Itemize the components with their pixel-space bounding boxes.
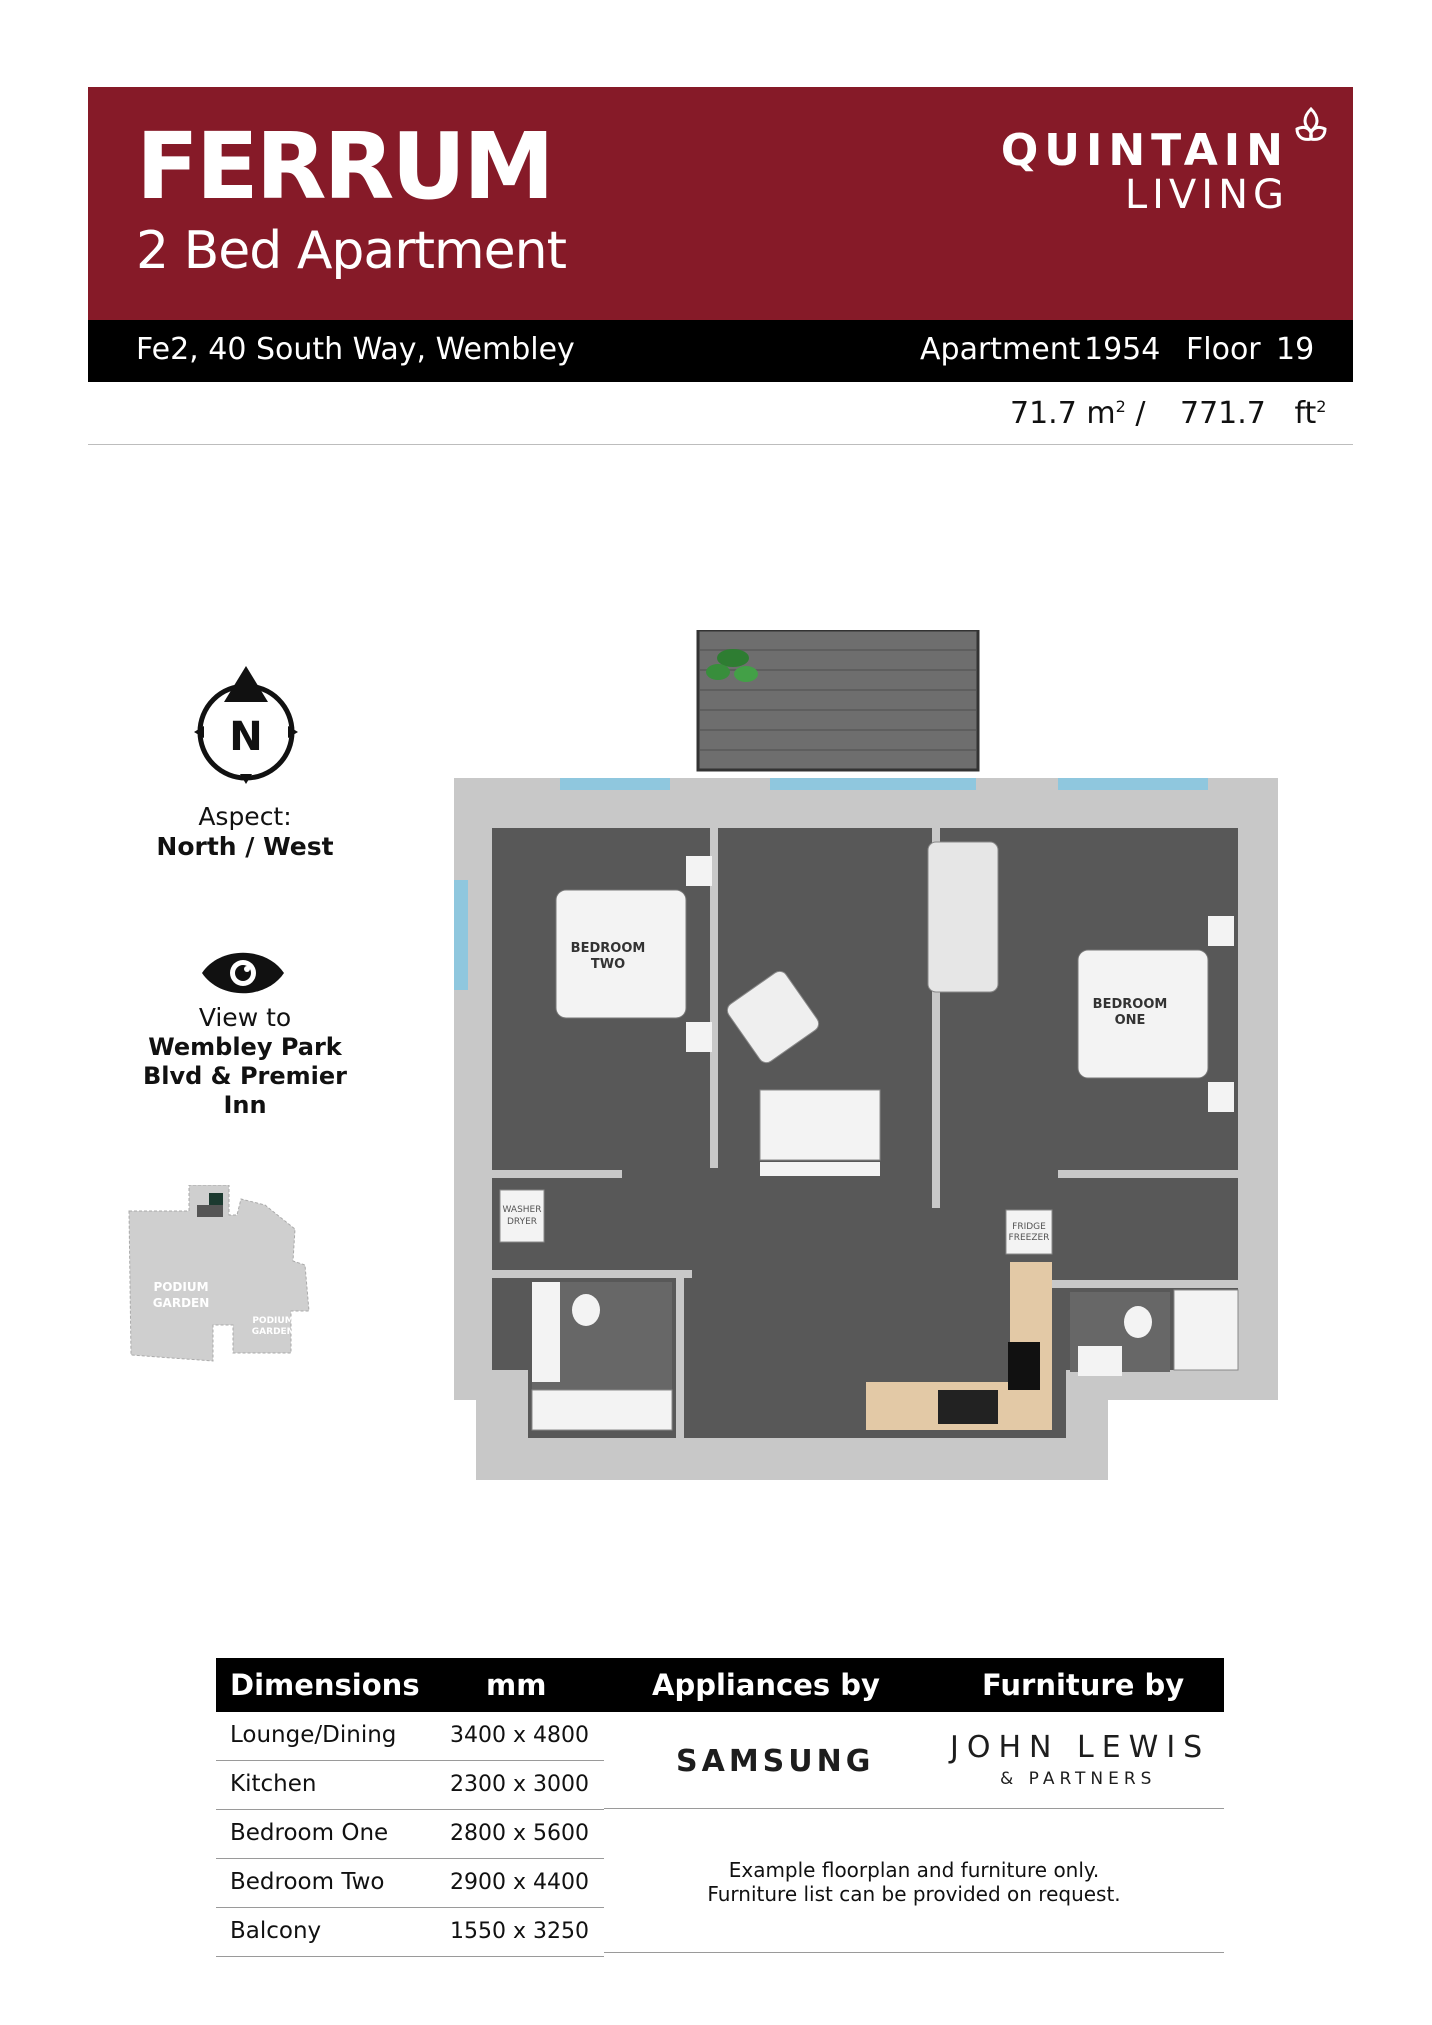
room-name: Lounge/Dining [230,1722,397,1748]
sofa [927,841,999,993]
plant-icon [706,649,758,682]
table-divider [604,1808,1224,1809]
apartment-number: 1954 [1084,332,1161,367]
apartment-label: Apartment [920,332,1081,367]
development-title: FERRUM [136,113,555,220]
floor-plan: BEDROOM TWO BEDROOM ONE FRIDGE FREEZER W… [454,630,1278,1480]
site-plan-diagram: PODIUM GARDEN PODIUM GARDEN [128,1185,310,1362]
address: Fe2, 40 South Way, Wembley [136,332,575,367]
site-label-2: PODIUM [252,1316,293,1326]
compass-letter: N [229,714,262,760]
header-appliances: Appliances by [652,1668,880,1702]
washer-dryer-label: WASHER [503,1205,542,1215]
area-sqft-unit: ft [1294,396,1317,431]
quintain-logo-icon [1295,106,1327,141]
bathtub [531,1389,673,1431]
view-value: Wembley Park Blvd & Premier Inn [142,1033,348,1119]
dining-table [759,1089,881,1161]
room-name: Bedroom One [230,1820,389,1846]
kitchen-counter [866,1262,1052,1430]
john-lewis-logo: JOHN LEWIS [950,1730,1211,1765]
hob-icon [1008,1342,1040,1390]
table-row: Lounge/Dining 3400 x 4800 [216,1712,604,1761]
samsung-logo: SAMSUNG [676,1744,875,1779]
room-dimension: 3400 x 4800 [450,1723,589,1748]
area-sqft-exp: 2 [1316,397,1327,416]
header-furniture: Furniture by [982,1668,1185,1702]
header-banner: FERRUM 2 Bed Apartment QUINTAIN LIVING [88,87,1353,320]
room-name: Balcony [230,1918,322,1944]
area-sqft: 771.7 ft2 [1180,396,1326,431]
area-sqm-unit: m [1086,396,1116,431]
area-sqm: 71.7 m2 / [1010,396,1145,431]
room-name: Kitchen [230,1771,317,1797]
room-dimension: 2900 x 4400 [450,1870,589,1895]
table-row: Kitchen 2300 x 3000 [216,1761,604,1810]
table-row: Balcony 1550 x 3250 [216,1908,604,1957]
fridge-freezer-label: FRIDGE [1012,1222,1046,1232]
note-line-1: Example floorplan and furniture only. [728,1858,1100,1882]
sink-icon [938,1390,998,1424]
room-name: Bedroom Two [230,1869,385,1895]
john-lewis-partners: & PARTNERS [1000,1769,1157,1789]
compass-icon: N [194,666,298,784]
svg-text:ONE: ONE [1115,1013,1146,1028]
room-dimension: 1550 x 3250 [450,1919,589,1944]
view-label: View to [198,1003,292,1032]
table-divider [604,1952,1224,1953]
svg-text:GARDEN: GARDEN [153,1296,210,1310]
brand-subname: LIVING [1124,172,1289,218]
header-divider [88,444,1353,445]
svg-text:DRYER: DRYER [507,1217,537,1227]
table-row: Bedroom One 2800 x 5600 [216,1810,604,1859]
aspect-label: Aspect: [198,802,292,831]
floor-label: Floor [1186,332,1261,367]
bedroom-two-label: BEDROOM [571,941,646,956]
specs-table-header: Dimensions mm Appliances by Furniture by [216,1658,1224,1712]
area-sqft-value: 771.7 [1180,396,1266,431]
note-line-2: Furniture list can be provided on reques… [707,1882,1121,1906]
floor-number: 19 [1276,332,1315,367]
aspect-value: North / West [156,832,334,861]
brand-name: QUINTAIN [1000,125,1289,176]
svg-text:TWO: TWO [591,957,625,972]
disclaimer-note: Example floorplan and furniture only. Fu… [640,1858,1188,1906]
bedroom-one-label: BEDROOM [1093,997,1168,1012]
room-dimension: 2300 x 3000 [450,1772,589,1797]
header-mm: mm [486,1668,547,1702]
armchair [726,970,820,1064]
eye-icon [202,952,284,994]
area-sqm-value: 71.7 [1010,396,1077,431]
room-dimension: 2800 x 5600 [450,1821,589,1846]
table-row: Bedroom Two 2900 x 4400 [216,1859,604,1908]
svg-text:GARDEN: GARDEN [252,1327,294,1337]
area-separator: / [1135,396,1146,431]
address-bar: Fe2, 40 South Way, Wembley Apartment 195… [88,320,1353,382]
site-label-1: PODIUM [153,1280,208,1294]
apartment-type: 2 Bed Apartment [136,221,567,281]
area-sqm-exp: 2 [1115,397,1126,416]
svg-text:FREEZER: FREEZER [1009,1233,1050,1243]
header-dimensions: Dimensions [230,1668,420,1702]
